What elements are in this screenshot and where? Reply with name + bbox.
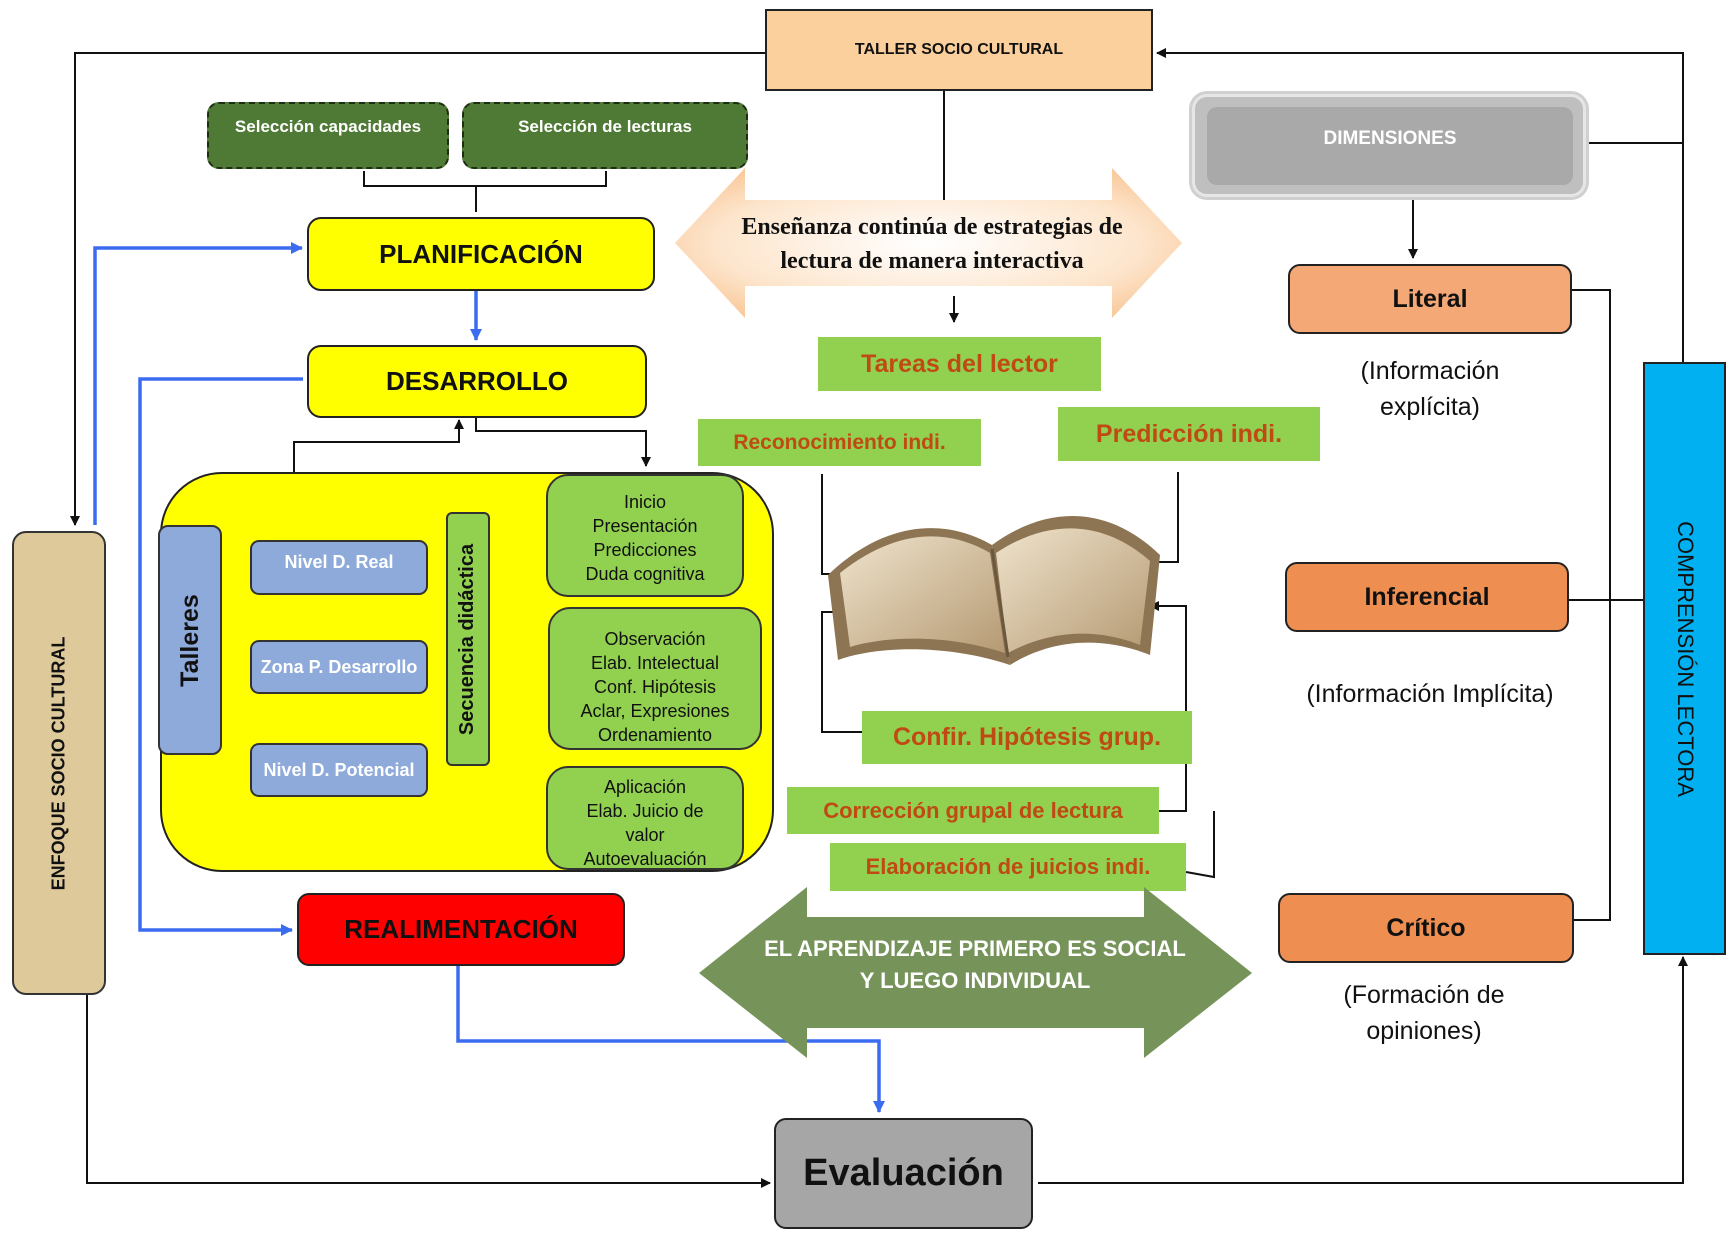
tareas-lector-label: Tareas del lector	[818, 337, 1101, 391]
realimentacion-box: REALIMENTACIÓN	[297, 893, 625, 966]
tareas-lector-text: Tareas del lector	[861, 349, 1058, 378]
observacion-line: Elab. Intelectual	[590, 653, 720, 673]
elaboracion-text: Elaboración de juicios indi.	[865, 854, 1151, 879]
inicio-box: Inicio Presentación Predicciones Duda co…	[546, 474, 744, 597]
observacion-line: Observación	[604, 629, 706, 649]
inicio-line: Presentación	[592, 516, 698, 536]
nivel-real-label: Nivel D. Real	[284, 551, 394, 572]
reconocimiento-text: Reconocimiento indi.	[733, 430, 946, 454]
enfoque-to-evaluacion-arrow	[86, 995, 771, 1188]
aplicacion-line: valor	[625, 825, 665, 845]
realimentacion-label: REALIMENTACIÓN	[344, 914, 578, 944]
elaboracion-link	[1185, 811, 1215, 879]
aplicacion-line: Autoevaluación	[583, 849, 707, 869]
desarrollo-to-inicio-arrow	[475, 418, 651, 467]
planificacion-box: PLANIFICACIÓN	[307, 217, 655, 291]
taller-label: TALLER SOCIO CULTURAL	[854, 41, 1064, 58]
aprendizaje-label: EL APRENDIZAJE PRIMERO ES SOCIAL Y LUEGO…	[764, 936, 1186, 993]
zona-p-label: Zona P. Desarrollo	[260, 657, 418, 677]
seleccion-lecturas-box: Selección de lecturas	[462, 102, 748, 169]
ensenanza-double-arrow	[675, 168, 1182, 318]
prediccion-label: Predicción indi.	[1058, 407, 1320, 461]
literal-label: Literal	[1392, 284, 1468, 313]
observacion-line: Conf. Hipótesis	[593, 677, 717, 697]
inferencial-label: Inferencial	[1364, 582, 1490, 611]
elaboracion-label: Elaboración de juicios indi.	[830, 843, 1186, 891]
aprendizaje-double-arrow	[699, 887, 1252, 1058]
comprension-to-taller-arrow	[1156, 48, 1684, 365]
nivel-potencial-box: Nivel D. Potencial	[250, 743, 428, 797]
observacion-box: Observación Elab. Intelectual Conf. Hipó…	[548, 607, 762, 750]
enfoque-socio-cultural-box: ENFOQUE SOCIO CULTURAL	[12, 531, 106, 995]
confirmacion-text: Confir. Hipótesis grup.	[892, 723, 1162, 751]
critico-box: Crítico	[1278, 893, 1574, 963]
realimentacion-to-evaluacion-arrow	[456, 966, 885, 1113]
literal-box: Literal	[1288, 264, 1572, 334]
nivel-potencial-label: Nivel D. Potencial	[263, 760, 415, 780]
enfoque-label: ENFOQUE SOCIO CULTURAL	[48, 636, 69, 890]
critico-label: Crítico	[1386, 913, 1466, 942]
talleres-label: Talleres	[175, 593, 204, 687]
nivel-real-box: Nivel D. Real	[250, 540, 428, 595]
evaluacion-label: Evaluación	[803, 1152, 1004, 1194]
observacion-line: Aclar, Expresiones	[580, 701, 730, 721]
desarrollo-label: DESARROLLO	[386, 366, 568, 396]
seleccion-capacidades-box: Selección capacidades	[207, 102, 449, 169]
reconocimiento-label: Reconocimiento indi.	[698, 419, 981, 466]
secuencia-didactica-box: Secuencia didáctica	[446, 512, 490, 766]
literal-description: (Información explícita)	[1360, 357, 1500, 421]
dimensiones-box: DIMENSIONES	[1207, 107, 1573, 185]
prediccion-text: Predicción indi.	[1095, 419, 1283, 448]
seleccion-lecturas-label: Selección de lecturas	[518, 117, 692, 136]
dimension-bracket	[1572, 289, 1611, 921]
critico-description: (Formación de opiniones)	[1343, 981, 1505, 1045]
aplicacion-box: Aplicación Elab. Juicio de valor Autoeva…	[546, 766, 744, 870]
dimensiones-label: DIMENSIONES	[1323, 128, 1457, 149]
evaluacion-to-comprension-arrow	[1038, 956, 1688, 1184]
talleres-box: Talleres	[158, 525, 222, 755]
inicio-line: Duda cognitiva	[585, 564, 705, 584]
aplicacion-line: Aplicación	[603, 777, 687, 797]
ensenanza-label: Enseñanza continúa de estrategias de lec…	[741, 214, 1123, 274]
planificacion-label: PLANIFICACIÓN	[379, 238, 583, 269]
correccion-label: Corrección grupal de lectura	[787, 787, 1159, 834]
enfoque-to-planificacion-arrow	[93, 242, 303, 525]
seleccion-capacidades-label: Selección capacidades	[234, 117, 422, 136]
desarrollo-box: DESARROLLO	[307, 345, 647, 418]
taller-to-enfoque-arrow	[70, 52, 765, 526]
zona-p-box: Zona P. Desarrollo	[250, 640, 428, 694]
comprension-lectora-box: COMPRENSIÓN LECTORA	[1643, 362, 1726, 955]
inicio-line: Predicciones	[593, 540, 697, 560]
confirmacion-label: Confir. Hipótesis grup.	[862, 711, 1192, 764]
comprension-label: COMPRENSIÓN LECTORA	[1672, 520, 1698, 797]
observacion-line: Ordenamiento	[597, 725, 713, 745]
aplicacion-line: Elab. Juicio de	[586, 801, 704, 821]
correccion-text: Corrección grupal de lectura	[823, 797, 1123, 823]
evaluacion-box: Evaluación	[774, 1118, 1033, 1229]
inferencial-box: Inferencial	[1285, 562, 1569, 632]
taller-socio-cultural-box: TALLER SOCIO CULTURAL	[765, 9, 1153, 91]
inicio-line: Inicio	[623, 492, 667, 512]
correccion-to-book-arrow	[1149, 601, 1187, 812]
open-book-image	[828, 516, 1160, 665]
secuencia-label: Secuencia didáctica	[456, 543, 479, 735]
inferencial-description: (Información Implícita)	[1306, 680, 1554, 708]
seleccion-bracket	[363, 171, 607, 212]
desarrollo-to-realimentacion-arrow	[138, 377, 303, 936]
